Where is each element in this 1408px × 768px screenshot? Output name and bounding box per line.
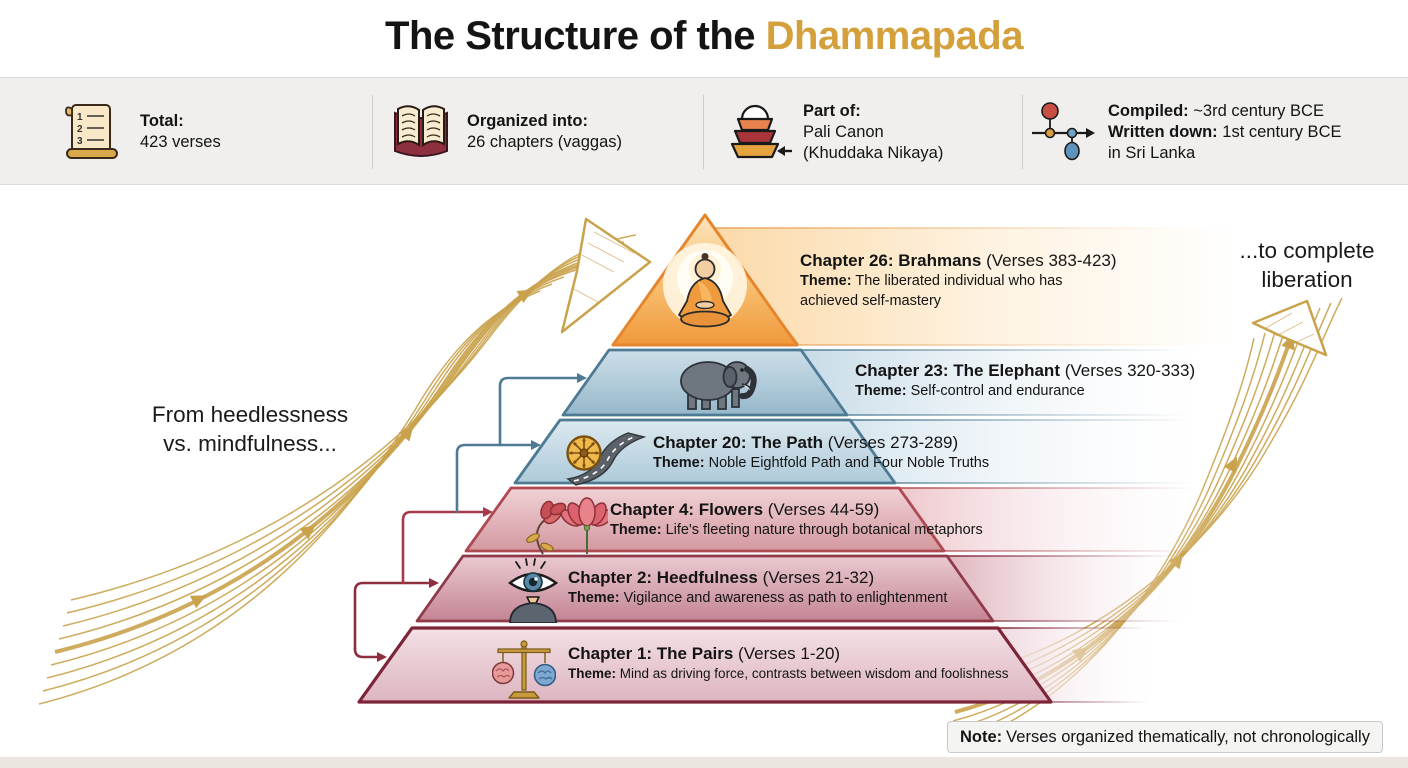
stats-divider [1022,95,1023,169]
stat-written-value: 1st century BCE [1217,122,1342,141]
baskets-icon [730,104,792,159]
chapter26-theme-label: Theme: [800,273,852,289]
eye-person-icon [507,558,559,623]
chapter2-theme: Vigilance and awareness as path to enlig… [619,590,948,606]
chapter1-theme: Mind as driving force, contrasts between… [616,666,1009,681]
stat-total: Total: 423 verses [140,88,221,176]
level-chapter20-trapezoid [513,418,897,485]
stat-compiled-label: Compiled: [1108,101,1189,120]
stat-part-of: Part of: Pali Canon (Khuddaka Nikaya) [803,88,943,176]
stat-total-value: 423 verses [140,133,221,151]
chapter26-title: Chapter 26: Brahmans [800,251,982,270]
flowers-icon [526,497,608,555]
title-prefix: The Structure of the [385,14,766,58]
stat-organized-label: Organized into: [467,112,588,130]
chapter26-verses: (Verses 383-423) [981,251,1117,270]
flow-label-right: ...to complete liberation [1239,238,1375,292]
left-swoosh-head-outline [560,217,652,334]
level-chapter23-text: Chapter 23: The Elephant (Verses 320-333… [855,360,1235,401]
level-chapter1-text: Chapter 1: The Pairs (Verses 1-20) Theme… [568,643,1068,684]
chapter4-theme: Life's fleeting nature through botanical… [661,522,983,538]
stats-divider [372,95,373,169]
stat-organized-value: 26 chapters (vaggas) [467,133,623,151]
chapter26-theme: The liberated individual who has achieve… [800,273,1063,309]
chapter4-title: Chapter 4: Flowers [610,500,764,519]
chapter1-verses: (Verses 1-20) [733,644,841,663]
buddha-icon [678,253,732,328]
stats-divider [703,95,704,169]
chapter1-theme-label: Theme: [568,666,617,681]
level-chapter2-trapezoid [415,554,995,623]
chapter20-theme-label: Theme: [653,455,705,471]
wheel-road-icon [566,432,646,486]
svg-text:3: 3 [77,136,83,147]
note-label: Note: [960,727,1003,746]
stat-part-of-value1: Pali Canon [803,122,884,141]
level-banners [705,227,1239,703]
chapter20-title: Chapter 20: The Path [653,433,824,452]
stat-organized: Organized into: 26 chapters (vaggas) [467,88,622,176]
chapter23-theme-label: Theme: [855,383,907,399]
svg-text:1: 1 [77,112,83,123]
right-swoosh-head-outline [1251,299,1328,357]
level-connectors [353,373,587,662]
level-chapter1-trapezoid [357,626,1053,704]
level-chapter26-text: Chapter 26: Brahmans (Verses 383-423) Th… [800,250,1130,311]
stat-total-label: Total: [140,112,184,130]
chapter23-theme: Self-control and endurance [906,383,1085,399]
chapter1-title: Chapter 1: The Pairs [568,644,734,663]
svg-text:2: 2 [77,124,83,135]
chapter2-theme-label: Theme: [568,590,620,606]
chapter4-theme-label: Theme: [610,522,662,538]
note-box: Note: Verses organized thematically, not… [947,721,1383,753]
stat-part-of-label: Part of: [803,101,861,120]
chapter23-title: Chapter 23: The Elephant [855,361,1060,380]
left-swoosh-arrowheads [189,289,533,609]
bottom-strip [0,757,1408,768]
flow-label-left: From heedlessness vs. mindfulness... [151,402,349,456]
stat-dates: Compiled: ~3rd century BCE Written down:… [1108,88,1342,176]
elephant-icon [680,361,757,410]
stat-written-label: Written down: [1108,122,1218,141]
chapter20-theme: Noble Eightfold Path and Four Noble Trut… [704,455,990,471]
scroll-icon: 123 [65,104,118,159]
stat-part-of-value2: (Khuddaka Nikaya) [803,143,944,162]
chapter2-title: Chapter 2: Heedfulness [568,568,758,587]
chapter4-verses: (Verses 44-59) [763,500,880,519]
chapter2-verses: (Verses 21-32) [757,568,875,587]
open-book-icon [394,105,448,157]
stat-written-location: in Sri Lanka [1108,143,1196,162]
level-chapter4-text: Chapter 4: Flowers (Verses 44-59) Theme:… [610,499,1090,540]
level-chapter20-text: Chapter 20: The Path (Verses 273-289) Th… [653,432,1093,473]
chapter20-verses: (Verses 273-289) [823,433,959,452]
page-title: The Structure of the Dhammapada [0,14,1408,59]
scale-brains-icon [492,640,556,699]
stats-bar [0,77,1408,185]
title-highlight: Dhammapada [765,14,1024,58]
timeline-icon [1032,102,1095,161]
chapter23-verses: (Verses 320-333) [1059,361,1196,380]
stat-compiled-value: ~3rd century BCE [1188,101,1324,120]
note-text: Verses organized thematically, not chron… [1006,727,1370,746]
level-chapter2-text: Chapter 2: Heedfulness (Verses 21-32) Th… [568,567,1068,608]
